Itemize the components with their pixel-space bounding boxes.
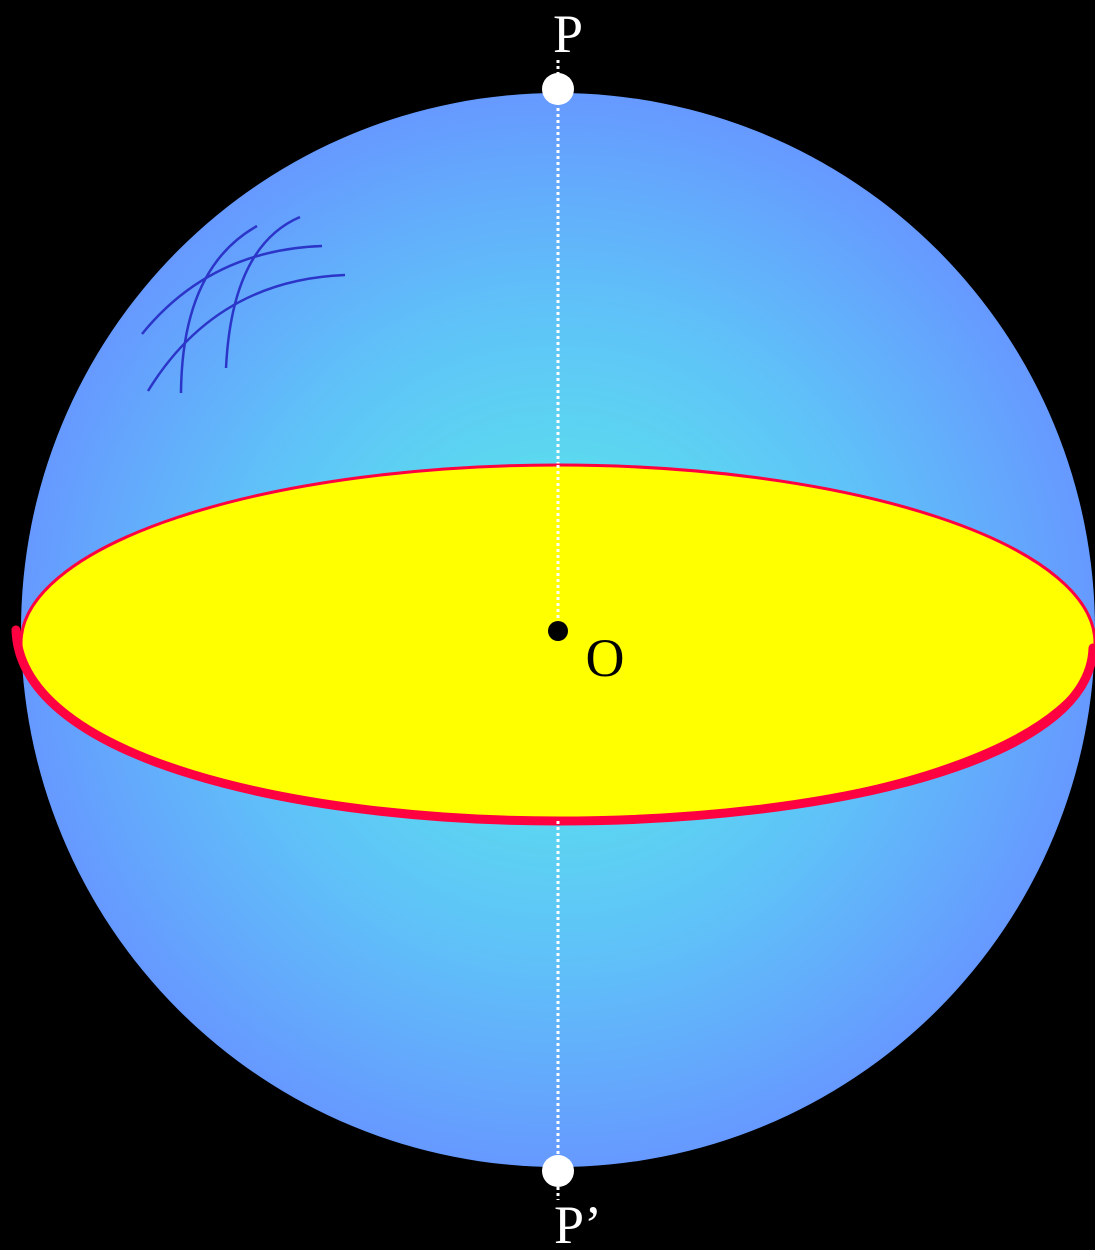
hatch-curve-2 bbox=[146, 273, 346, 392]
hatch-curve-3 bbox=[179, 224, 258, 394]
hatch-curve-4 bbox=[224, 215, 301, 369]
surface-hatch bbox=[141, 215, 346, 394]
center-label: O bbox=[586, 628, 625, 688]
south-pole-point bbox=[542, 1155, 574, 1187]
south-pole-label: P’ bbox=[554, 1195, 602, 1250]
north-pole-point bbox=[542, 73, 574, 105]
hatch-curve-1 bbox=[141, 244, 323, 335]
center-point bbox=[548, 621, 568, 641]
north-pole-label: P bbox=[553, 4, 583, 64]
